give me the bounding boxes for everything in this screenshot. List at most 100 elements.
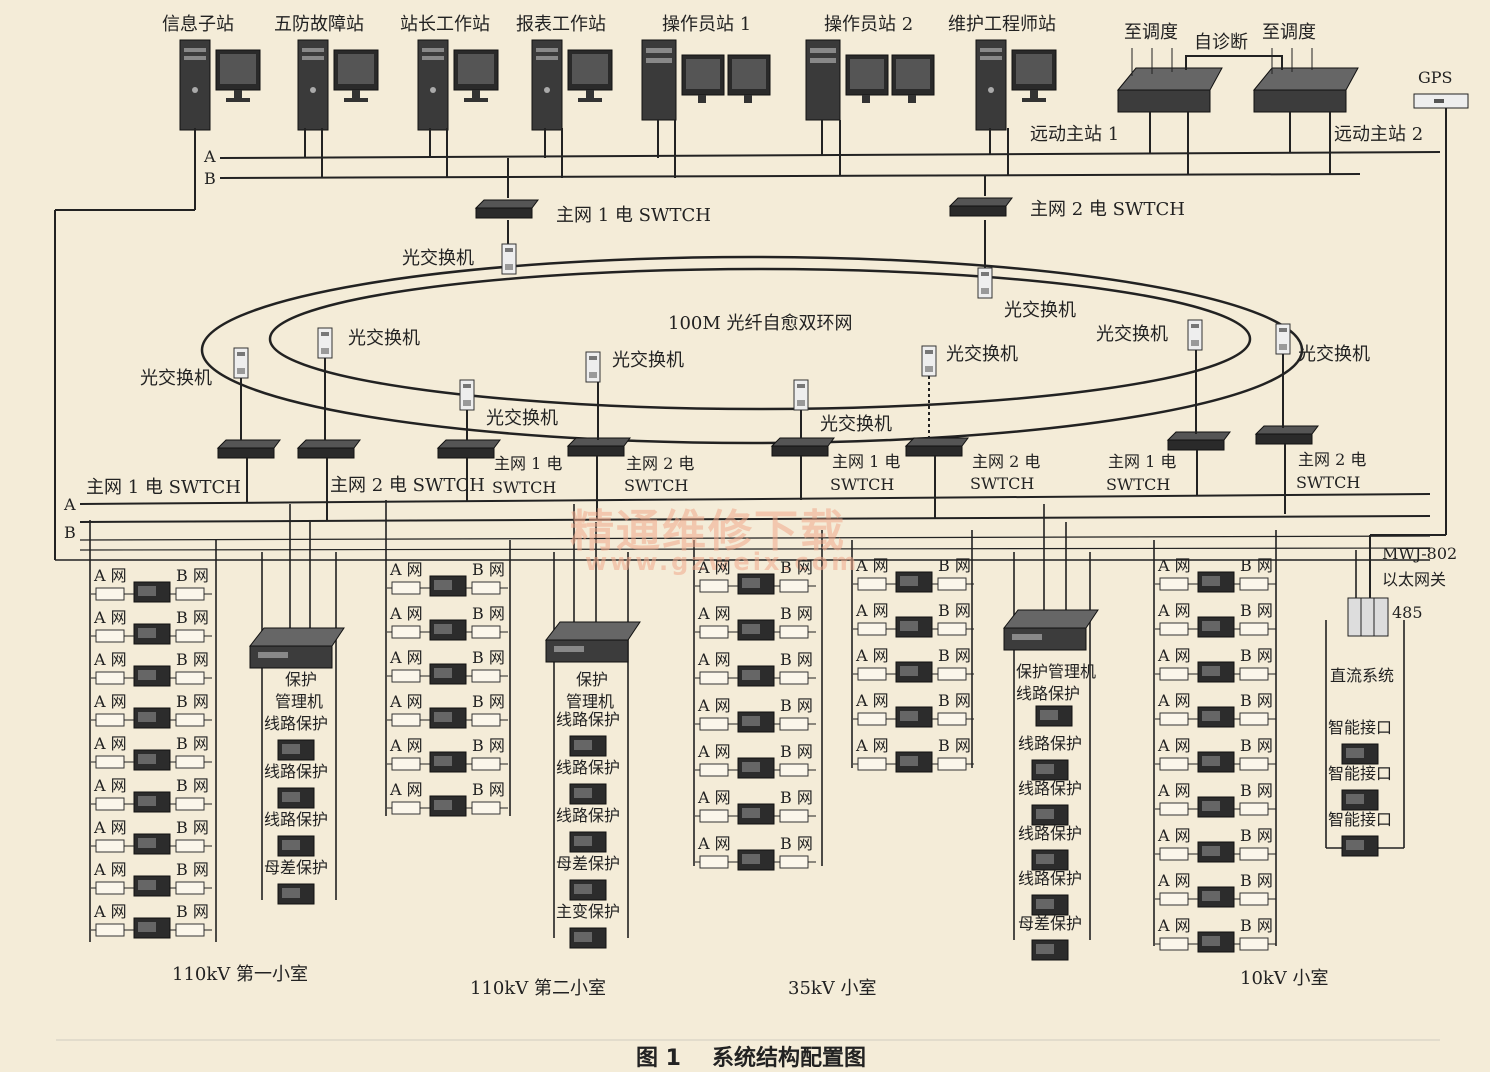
- ab-net-unit: [91, 666, 212, 686]
- ab-net-unit: [695, 620, 816, 640]
- b-net-label: B 网: [472, 736, 505, 755]
- optical-switch-label: 光交换机: [1096, 324, 1168, 345]
- b-net-label: B 网: [780, 650, 813, 669]
- b-net-label: B 网: [938, 646, 971, 665]
- fiber-rings: [200, 255, 1304, 445]
- a-net-label: A 网: [698, 650, 731, 669]
- b-net-label: B 网: [472, 780, 505, 799]
- watermark-url: www.gzweix.com: [585, 548, 860, 576]
- station-label-5: 操作员站 2: [824, 14, 914, 35]
- a-net-label: A 网: [94, 776, 127, 795]
- rtu-units: [1116, 48, 1469, 113]
- optical-switch: [317, 327, 333, 359]
- b-net-label: B 网: [780, 834, 813, 853]
- optical-switch-label: 光交换机: [1004, 300, 1076, 321]
- room-label-110kv-1: 110kV 第一小室: [172, 964, 308, 985]
- ab-net-unit: [1155, 752, 1276, 772]
- edge-switch-label: 主网 2 电 SWTCH: [330, 475, 485, 496]
- optical-switch-label: 光交换机: [348, 328, 420, 349]
- a-net-label: A 网: [698, 558, 731, 577]
- a-net-label: A 网: [698, 742, 731, 761]
- protection-label: 线路保护: [264, 810, 329, 829]
- protection-device: [1341, 789, 1379, 811]
- a-net-label: A 网: [698, 834, 731, 853]
- gateway-name-label: 以太网关: [1382, 570, 1447, 589]
- manager-label: 管理机: [275, 692, 324, 711]
- a-net-label: A 网: [94, 902, 127, 921]
- b-net-label: B 网: [938, 601, 971, 620]
- ab-net-unit: [853, 752, 974, 772]
- protection-label: 母差保护: [1018, 914, 1083, 933]
- room-label-10kv: 10kV 小室: [1240, 968, 1329, 989]
- workstation-op2: [805, 39, 935, 121]
- station-label-2: 站长工作站: [400, 14, 490, 35]
- protection-device: [277, 883, 315, 905]
- edge-switch-label: SWTCH: [1106, 475, 1171, 494]
- edge-switch: [1255, 425, 1319, 445]
- ab-net-unit: [1155, 572, 1276, 592]
- ab-net-unit: [91, 834, 212, 854]
- protection-label: 智能接口: [1328, 718, 1393, 737]
- ab-net-unit: [1155, 932, 1276, 952]
- protect-manager-device: [1003, 609, 1099, 651]
- bus-b-label: B: [204, 169, 216, 188]
- caption-number: 图 1: [636, 1046, 681, 1071]
- manager-label: 保护: [285, 670, 318, 689]
- protection-device: [277, 787, 315, 809]
- optical-switch-label: 光交换机: [1298, 344, 1370, 365]
- a-net-label: A 网: [1158, 556, 1191, 575]
- ab-net-unit: [1155, 617, 1276, 637]
- core-switch-1: [475, 199, 539, 219]
- edge-switch: [771, 437, 835, 457]
- room-label-110kv-2: 110kV 第二小室: [470, 978, 606, 999]
- ring-label: 100M 光纤自愈双环网: [668, 313, 853, 334]
- edge-switch-label: SWTCH: [1296, 473, 1361, 492]
- ab-net-unit: [695, 712, 816, 732]
- protection-label: 线路保护: [1016, 684, 1081, 703]
- room-10kv-rack: [1153, 530, 1405, 946]
- a-net-label: A 网: [390, 736, 423, 755]
- a-net-label: A 网: [698, 604, 731, 623]
- a-net-label: A 网: [856, 691, 889, 710]
- b-net-label: B 网: [176, 776, 209, 795]
- station-label-6: 维护工程师站: [948, 14, 1056, 35]
- protection-label: 线路保护: [1018, 734, 1083, 753]
- optical-switch: [793, 379, 809, 411]
- protection-device: [1031, 849, 1069, 871]
- workstation-report: [531, 39, 613, 131]
- gateway-device: [1347, 597, 1389, 637]
- a-net-label: A 网: [856, 556, 889, 575]
- optical-switch-label: 光交换机: [486, 408, 558, 429]
- optical-switch-label: 光交换机: [820, 414, 892, 435]
- bus-a-label: A: [204, 147, 216, 166]
- a-net-label: A 网: [94, 734, 127, 753]
- protection-label: 母差保护: [264, 858, 329, 877]
- optical-switch: [1187, 319, 1203, 351]
- ab-net-unit: [853, 707, 974, 727]
- a-net-label: A 网: [390, 604, 423, 623]
- ab-net-unit: [91, 918, 212, 938]
- ab-net-unit: [91, 792, 212, 812]
- top-bus: [54, 108, 1447, 598]
- station-label-1: 五防故障站: [274, 14, 364, 35]
- protect-manager-device: [249, 627, 345, 669]
- dc-system-label: 直流系统: [1330, 666, 1395, 685]
- edge-switch: [297, 439, 361, 459]
- edge-switch: [1167, 431, 1231, 451]
- a-net-label: A 网: [698, 696, 731, 715]
- optical-switch: [921, 345, 937, 377]
- optical-switch: [501, 243, 517, 275]
- watermark-text: 精通维修下载: [570, 506, 846, 557]
- a-net-label: A 网: [94, 860, 127, 879]
- workstation-info: [179, 39, 261, 131]
- b-net-label: B 网: [176, 860, 209, 879]
- edge-switch-label: 主网 2 电: [626, 454, 695, 473]
- core-switch-1-label: 主网 1 电 SWTCH: [556, 205, 711, 226]
- b-net-label: B 网: [176, 566, 209, 585]
- b-net-label: B 网: [1240, 556, 1273, 575]
- edge-switch-label: 主网 2 电: [972, 452, 1041, 471]
- ab-net-unit: [695, 574, 816, 594]
- optical-switch-label: 光交换机: [612, 350, 684, 371]
- bottom-bus-b-label: B: [64, 523, 76, 542]
